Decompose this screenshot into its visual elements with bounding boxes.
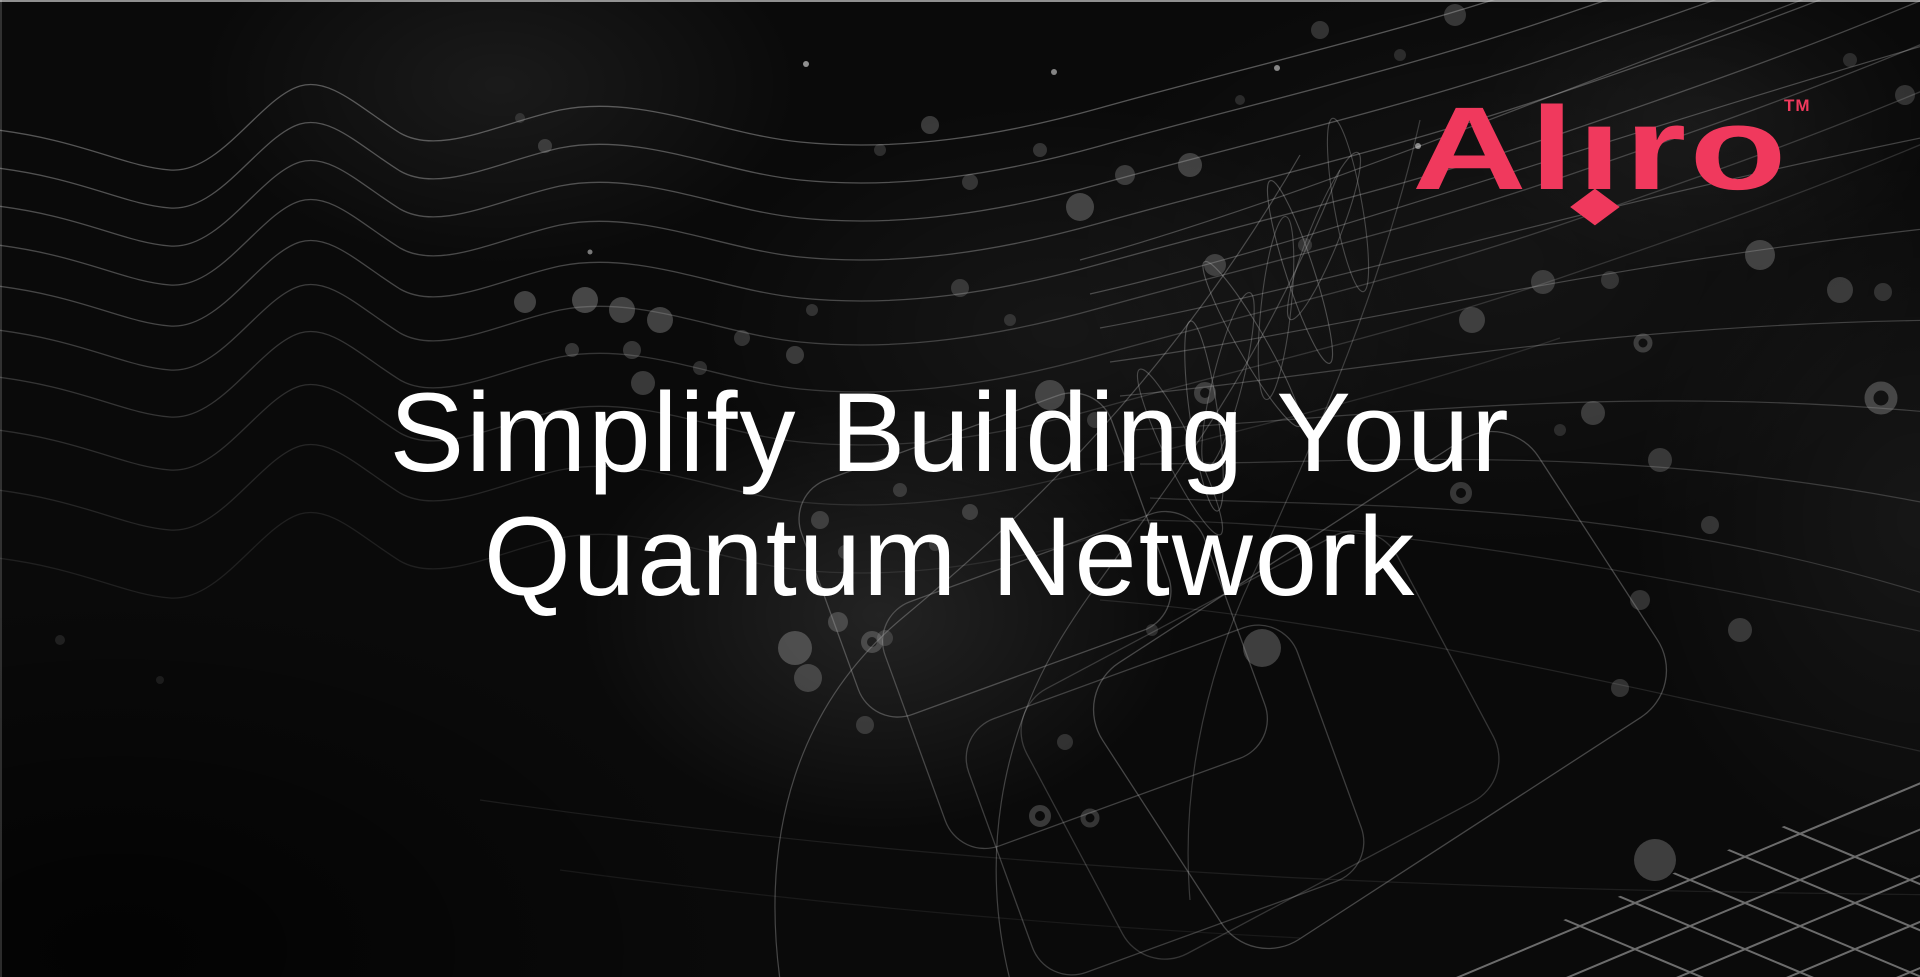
- logo-part-ro: ro: [1624, 83, 1790, 215]
- page-title-line-2: Quantum Network: [483, 494, 1417, 619]
- page-title-line-1: Simplify Building Your: [389, 370, 1511, 495]
- aliro-logo: Alıro: [1412, 90, 1790, 226]
- trademark-symbol: TM: [1784, 96, 1811, 115]
- logo-i-stem: ı: [1577, 83, 1625, 215]
- page-title: Simplify Building Your Quantum Network: [0, 371, 1900, 619]
- logo-part-al: Al: [1412, 83, 1578, 215]
